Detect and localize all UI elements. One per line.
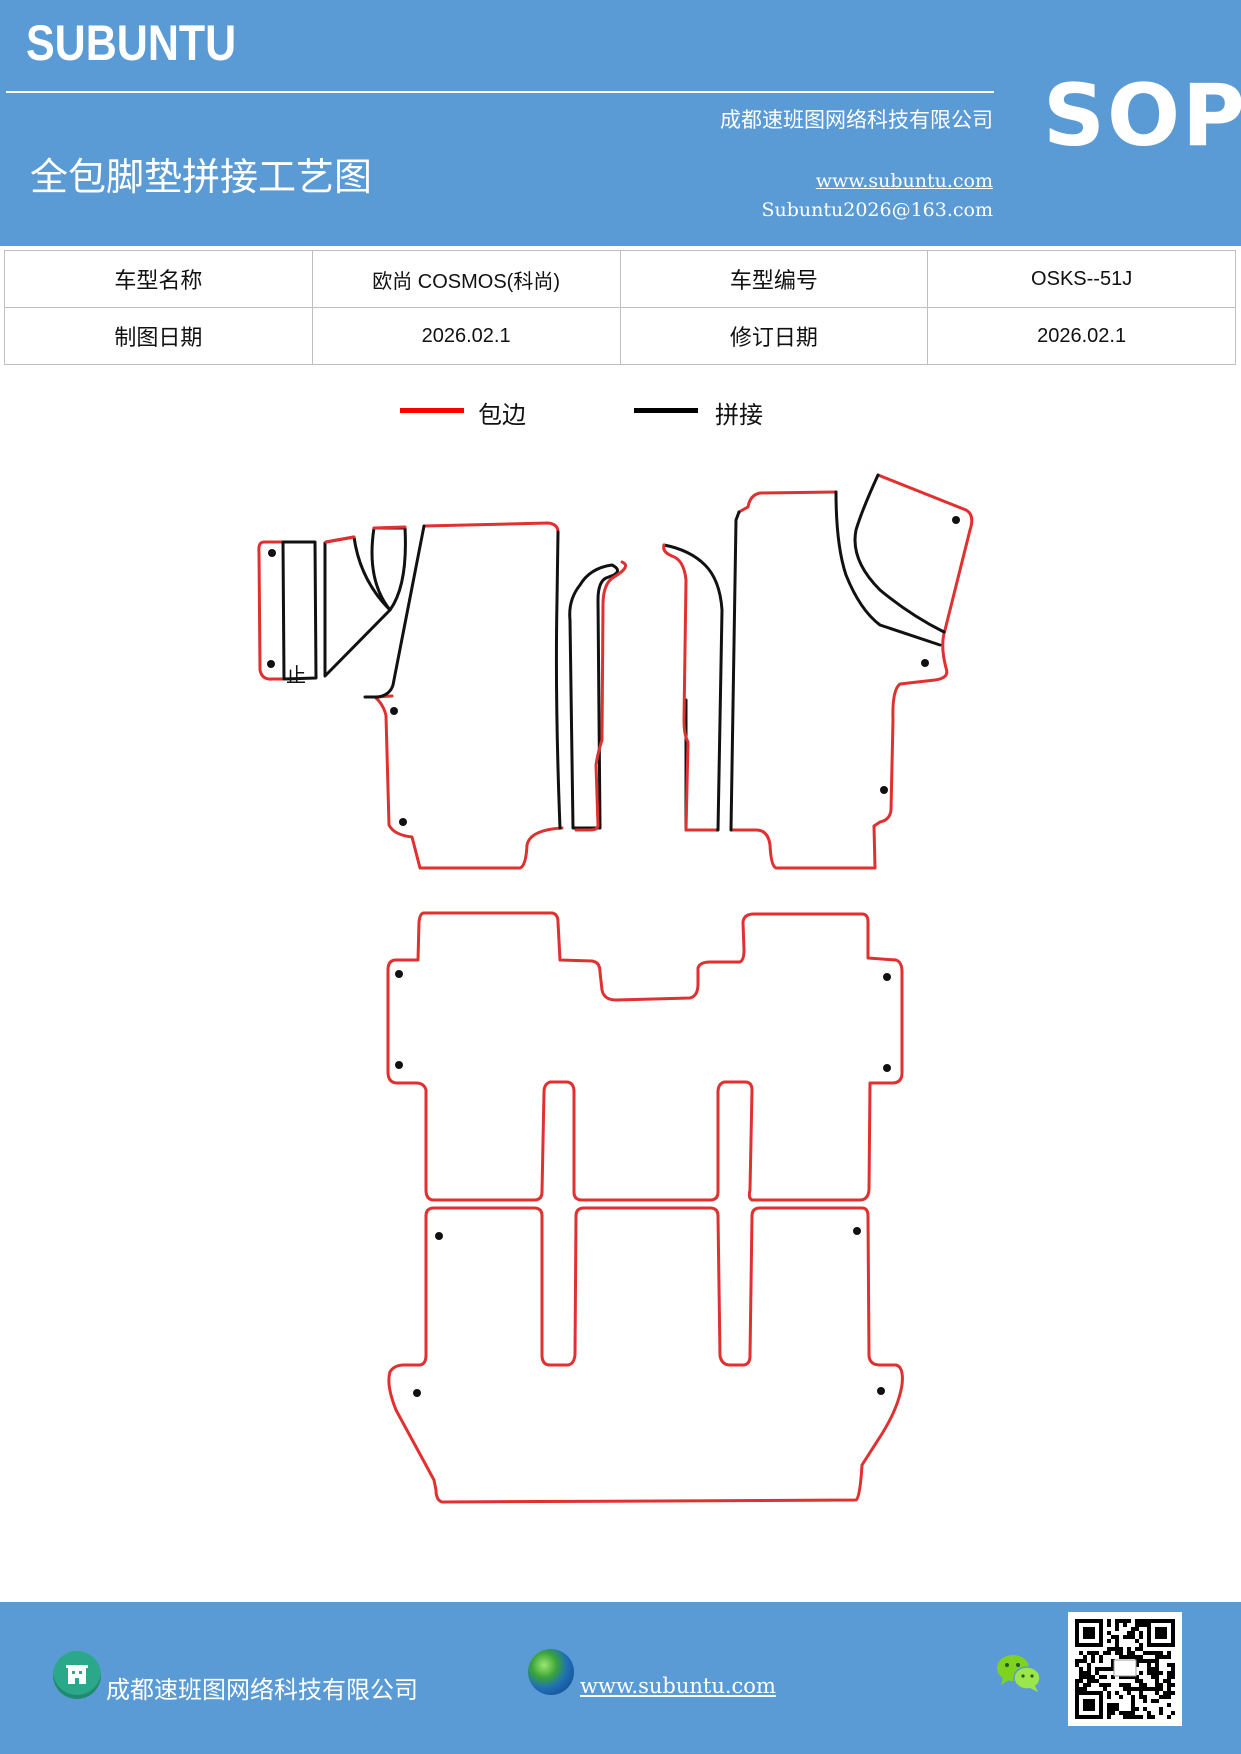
mat-hole <box>952 516 960 524</box>
mat-hole <box>883 973 891 981</box>
mat-driver-edge <box>373 521 564 870</box>
mat-tunnel-right-seam <box>662 543 724 832</box>
header-company: 成都速班图网络科技有限公司 <box>720 108 993 132</box>
mat-hole <box>395 1061 403 1069</box>
mat-middle-edge <box>386 911 904 1202</box>
mat-piece-strip-seam <box>370 526 407 612</box>
footer-company: 成都速班图网络科技有限公司 <box>106 1676 418 1704</box>
mat-piece-left-seam <box>281 540 318 681</box>
brand-logo: SUBUNTU <box>26 15 237 71</box>
footer-website-link[interactable]: www.subuntu.com <box>580 1674 776 1698</box>
legend-swatch-edge <box>400 408 464 413</box>
mat-hole <box>268 549 276 557</box>
mat-hole <box>880 786 888 794</box>
mat-hole <box>399 818 407 826</box>
mat-hole <box>853 1227 861 1235</box>
mat-rear-edge <box>387 1206 904 1504</box>
wechat-icon[interactable] <box>995 1652 1043 1694</box>
qr-code <box>1068 1612 1182 1726</box>
mat-tunnel-left-edge <box>574 560 628 832</box>
mat-piece-left-edge <box>257 540 285 681</box>
mat-hole <box>395 970 403 978</box>
mat-hole <box>413 1389 421 1397</box>
table-cell: 制图日期 <box>4 307 313 365</box>
table-cell: 车型编号 <box>619 250 929 308</box>
table-cell: OSKS--51J <box>927 250 1236 308</box>
table-cell: 欧尚 COSMOS(科尚) <box>311 250 621 308</box>
mat-hole <box>435 1232 443 1240</box>
table-cell: 2026.02.1 <box>927 307 1236 365</box>
globe-icon <box>528 1649 574 1695</box>
table-row: 车型名称 欧尚 COSMOS(科尚) 车型编号 OSKS--51J <box>4 250 1236 308</box>
mat-driver-seam <box>363 524 562 830</box>
mat-hole <box>921 659 929 667</box>
mat-piece-wedge-seam <box>323 535 392 678</box>
qr-code-graphic <box>1068 1612 1182 1726</box>
page-title: 全包脚垫拼接工艺图 <box>30 155 373 199</box>
info-table: 车型名称 欧尚 COSMOS(科尚) 车型编号 OSKS--51J 制图日期 2… <box>4 250 1236 365</box>
mat-piece-strip-edge <box>372 525 407 530</box>
sop-badge: SOP <box>1043 66 1241 166</box>
table-cell: 2026.02.1 <box>311 307 621 365</box>
mat-tunnel-right-edge <box>662 543 717 832</box>
mat-hole <box>883 1064 891 1072</box>
header-divider <box>6 91 994 93</box>
mat-passenger-seam <box>729 473 946 832</box>
stop-marker: 止 <box>286 663 306 687</box>
legend: 包边 拼接 <box>400 395 960 445</box>
legend-label-seam: 拼接 <box>715 401 763 429</box>
mat-hole <box>267 660 275 668</box>
legend-swatch-seam <box>634 408 698 413</box>
table-row: 制图日期 2026.02.1 修订日期 2026.02.1 <box>4 307 1236 365</box>
table-cell: 修订日期 <box>619 307 929 365</box>
mat-hole <box>877 1387 885 1395</box>
mat-passenger-edge <box>730 473 974 870</box>
mat-hole <box>390 707 398 715</box>
table-cell: 车型名称 <box>4 250 313 308</box>
header-website-link[interactable]: www.subuntu.com <box>815 170 993 192</box>
mat-piece-wedge-edge <box>324 535 356 544</box>
header-banner <box>0 0 1241 246</box>
header-email[interactable]: Subuntu2026@163.com <box>761 199 993 221</box>
legend-label-edge: 包边 <box>478 401 526 429</box>
mat-tunnel-left-seam <box>568 563 619 830</box>
building-icon <box>53 1651 101 1699</box>
